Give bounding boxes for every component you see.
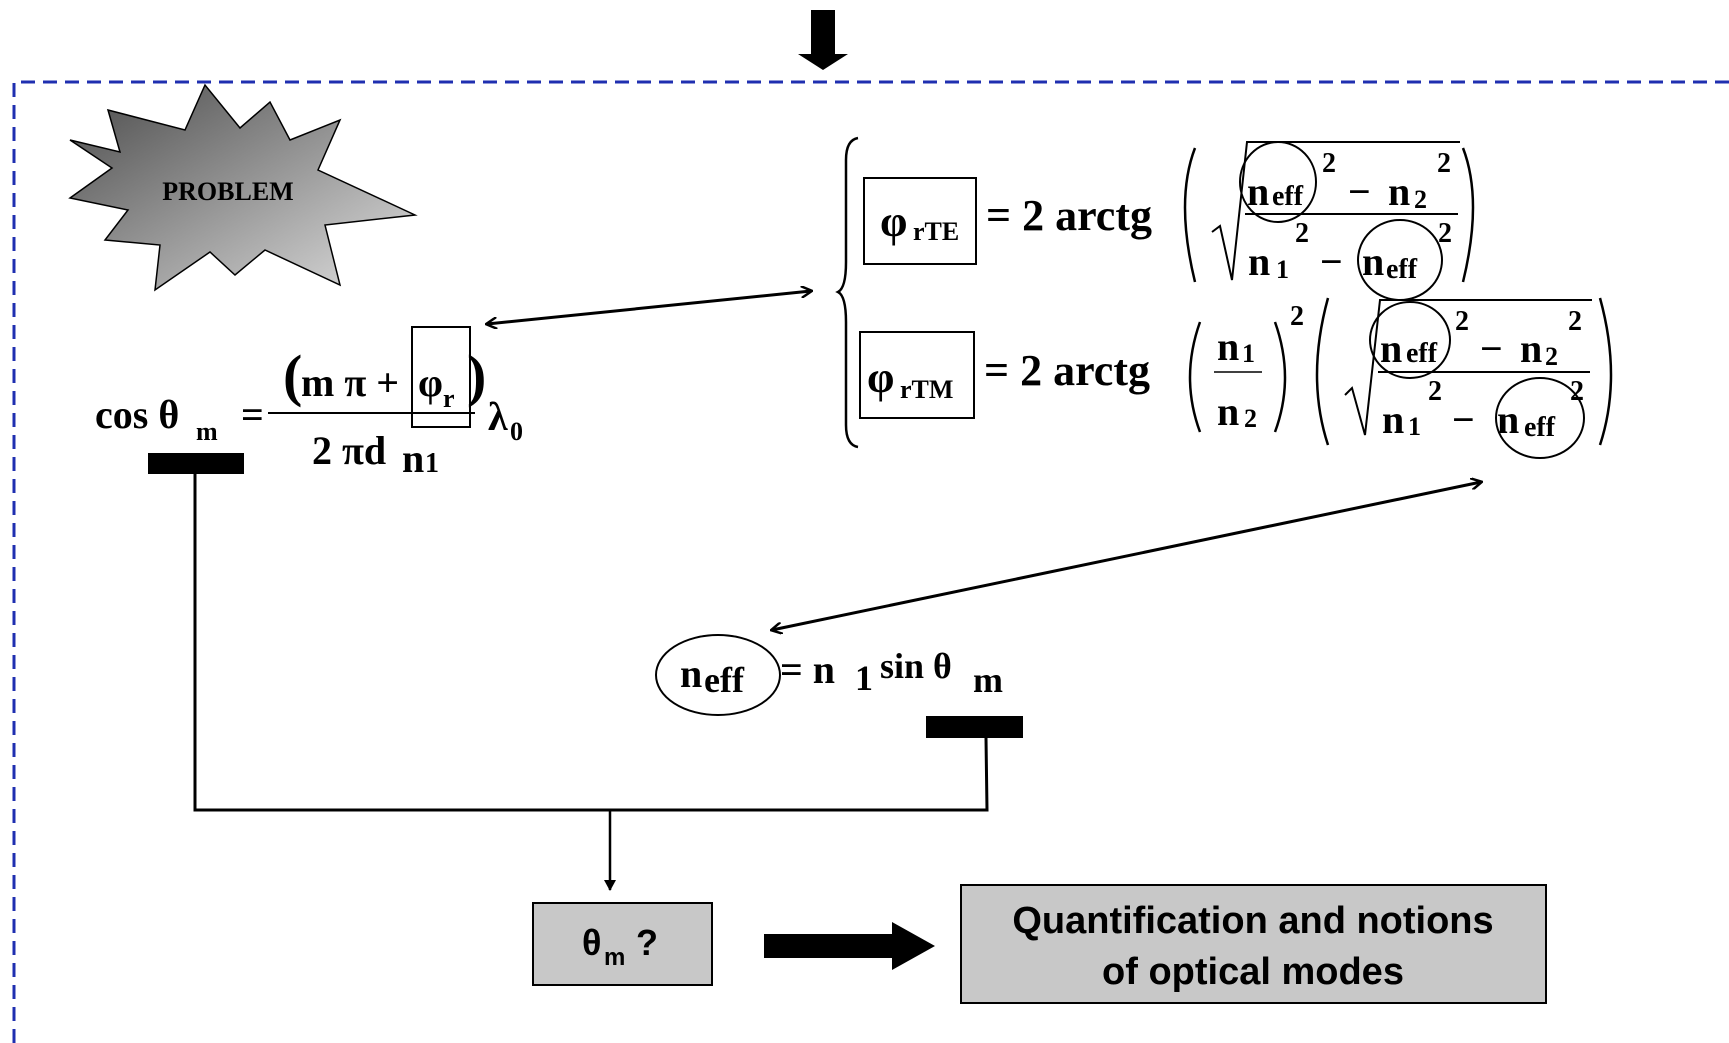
svg-text:m π +: m π + — [301, 360, 399, 405]
svg-text:θ: θ — [582, 922, 601, 963]
svg-text:eff: eff — [704, 660, 745, 700]
problem-starburst: PROBLEM — [68, 83, 418, 292]
arrow-tm-neff — [772, 482, 1481, 630]
svg-text:n: n — [1520, 326, 1542, 371]
svg-text:2: 2 — [1244, 404, 1257, 433]
svg-text:−: − — [1348, 169, 1371, 214]
svg-text:= 2 arctg: = 2 arctg — [986, 191, 1152, 240]
svg-text:2: 2 — [1290, 301, 1304, 332]
svg-text:2 πd: 2 πd — [312, 428, 386, 473]
svg-text:eff: eff — [1524, 412, 1556, 443]
svg-text:n: n — [402, 436, 424, 481]
svg-text:m: m — [604, 944, 625, 971]
problem-label: PROBLEM — [162, 177, 293, 206]
phi-r-box — [411, 326, 471, 428]
svg-text:?: ? — [636, 922, 658, 963]
svg-text:2: 2 — [1455, 306, 1469, 337]
svg-text:n: n — [1247, 169, 1269, 214]
theta-underline-left — [148, 453, 244, 474]
connector-lines — [193, 474, 989, 812]
theta-underline-right — [926, 716, 1023, 738]
svg-text:Quantification and notions: Quantification and notions — [1012, 900, 1493, 942]
svg-text:1: 1 — [1242, 339, 1255, 368]
svg-text:2: 2 — [1437, 148, 1451, 179]
svg-text:n: n — [1388, 169, 1410, 214]
svg-text:φ: φ — [880, 197, 907, 246]
svg-text:cos θ: cos θ — [95, 392, 179, 437]
svg-text:n: n — [1497, 397, 1519, 442]
svg-text:): ) — [467, 343, 486, 408]
svg-text:n: n — [1362, 239, 1384, 284]
svg-text:n: n — [1248, 239, 1270, 284]
neff-equation: n eff = n 1 sin θ m — [655, 634, 1003, 716]
svg-text:sin θ: sin θ — [880, 646, 952, 686]
dashed-frame — [12, 80, 1729, 1043]
svg-text:r: r — [443, 384, 455, 413]
svg-text:−: − — [1480, 326, 1503, 371]
system-brace — [835, 136, 859, 449]
top-down-arrow — [798, 10, 848, 70]
big-right-arrow — [764, 922, 935, 970]
cos-equation: cos θ m = ( m π + φ r ) 2 πd n 1 λ 0 — [95, 326, 523, 481]
svg-text:−: − — [1320, 239, 1343, 284]
svg-text:of optical modes: of optical modes — [1102, 951, 1404, 993]
arrow-cos-te — [487, 291, 811, 324]
svg-text:(: ( — [283, 343, 302, 408]
svg-text:1: 1 — [425, 448, 439, 479]
svg-text:φ: φ — [418, 360, 443, 405]
svg-text:n: n — [680, 651, 702, 696]
svg-text:1: 1 — [1408, 412, 1421, 441]
svg-text:eff: eff — [1272, 181, 1304, 212]
theta-question-box: θ m ? — [532, 902, 713, 986]
svg-text:φ: φ — [867, 353, 894, 402]
tm-equation: φ rTM = 2 arctg n 1 n 2 2 n eff 2 − n 2 … — [859, 297, 1613, 459]
svg-text:= 2 arctg: = 2 arctg — [984, 346, 1150, 395]
svg-text:rTE: rTE — [913, 217, 959, 246]
svg-text:m: m — [196, 417, 218, 446]
svg-text:eff: eff — [1386, 254, 1418, 285]
svg-text:2: 2 — [1568, 306, 1582, 337]
svg-text:=: = — [241, 392, 264, 437]
svg-text:n: n — [1217, 324, 1239, 369]
te-equation: φ rTE = 2 arctg n eff 2 − n 2 2 n 1 2 − … — [863, 141, 1475, 301]
svg-text:2: 2 — [1545, 342, 1558, 371]
svg-text:eff: eff — [1406, 338, 1438, 369]
svg-text:n: n — [1380, 326, 1402, 371]
svg-text:1: 1 — [1276, 255, 1289, 284]
svg-text:0: 0 — [510, 417, 523, 446]
svg-text:1: 1 — [855, 658, 873, 698]
svg-text:2: 2 — [1295, 218, 1309, 249]
svg-text:λ: λ — [488, 394, 508, 439]
svg-text:−: − — [1452, 397, 1475, 442]
svg-text:2: 2 — [1322, 148, 1336, 179]
svg-text:rTM: rTM — [900, 375, 953, 404]
svg-text:2: 2 — [1570, 376, 1584, 407]
svg-text:n: n — [1217, 389, 1239, 434]
svg-text:2: 2 — [1428, 376, 1442, 407]
svg-text:2: 2 — [1438, 218, 1452, 249]
svg-text:n: n — [1382, 397, 1404, 442]
svg-text:m: m — [973, 660, 1003, 700]
result-box: Quantification and notions of optical mo… — [960, 884, 1547, 1004]
svg-text:2: 2 — [1414, 185, 1427, 214]
svg-text:= n: = n — [780, 647, 835, 692]
